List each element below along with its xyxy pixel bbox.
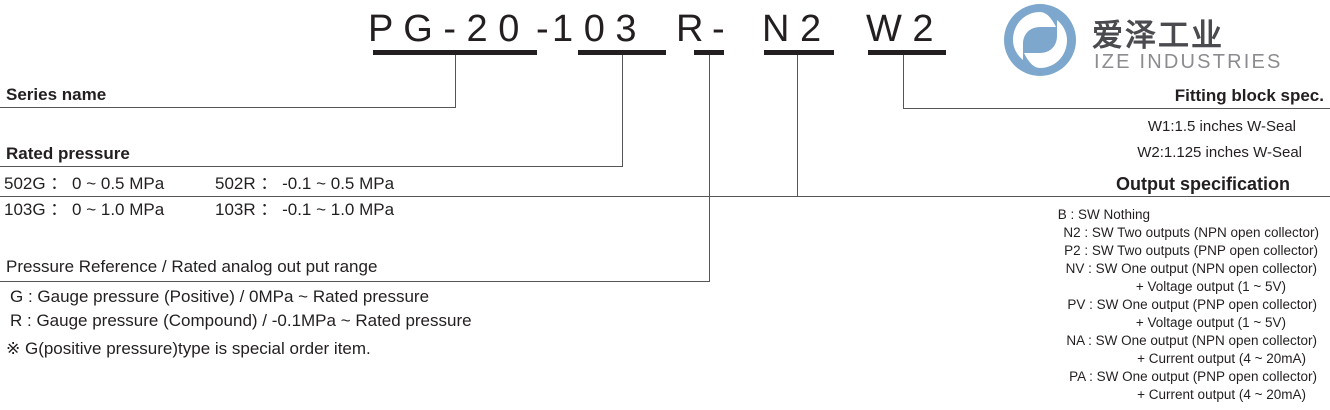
- leader-fitting-block-horizontal: [903, 108, 1330, 109]
- pressure-reference-heading: Pressure Reference / Rated analog out pu…: [6, 257, 378, 276]
- output-spec-row-1: N2 : SW Two outputs (NPN open collector): [1063, 225, 1319, 240]
- output-spec-row-6-continuation: + Current output (4 ~ 20mA): [1137, 387, 1306, 402]
- special-order-note: ※ G(positive pressure)type is special or…: [6, 339, 371, 358]
- brand-name-cn: 爱泽工业: [1092, 18, 1224, 53]
- rated-pressure-row-1-col-2: 502R ： -0.1 ~ 0.5 MPa: [215, 174, 395, 193]
- code-underline-output-spec: [764, 50, 834, 55]
- output-spec-row-6: PA : SW One output (PNP open collector): [1069, 369, 1317, 384]
- leader-output-spec-vertical: [797, 55, 798, 196]
- rated-pressure-row-2-col-1: 103G ： 0 ~ 1.0 MPa: [4, 200, 165, 219]
- code-underline-series: [373, 50, 537, 55]
- brand-name-en: IZE INDUSTRIES: [1094, 51, 1283, 73]
- series-name-heading: Series name: [6, 85, 107, 104]
- code-segment-rated-pressure: 1 0 3: [552, 8, 637, 50]
- leader-output-spec-horizontal: [0, 196, 1330, 197]
- rated-pressure-row-1-col-1: 502G ： 0 ~ 0.5 MPa: [4, 174, 165, 193]
- output-spec-row-0: B : SW Nothing: [1057, 207, 1150, 222]
- code-segment-pressure-reference: R: [676, 8, 704, 50]
- leader-series-vertical: [455, 55, 456, 107]
- output-spec-row-5: NA : SW One output (NPN open collector): [1066, 333, 1317, 348]
- code-separator-2: -: [712, 8, 725, 50]
- output-spec-row-3: NV : SW One output (NPN open collector): [1065, 261, 1317, 276]
- ize-monogram-icon: [1004, 4, 1076, 76]
- output-spec-row-4: PV : SW One output (PNP open collector): [1067, 297, 1317, 312]
- leader-fitting-block-vertical: [903, 55, 904, 108]
- leader-pressure-reference-vertical: [709, 55, 710, 281]
- pressure-reference-row-2: R : Gauge pressure (Compound) / -0.1MPa …: [10, 311, 472, 330]
- fitting-block-row-1: W1:1.5 inches W-Seal: [1147, 118, 1296, 135]
- leader-series-horizontal: [0, 107, 456, 108]
- leader-pressure-reference-horizontal: [0, 281, 710, 282]
- output-spec-heading: Output specification: [1115, 174, 1290, 194]
- leader-rated-pressure-horizontal: [0, 166, 623, 167]
- fitting-block-heading: Fitting block spec.: [1174, 86, 1324, 105]
- fitting-block-row-2: W2:1.125 inches W-Seal: [1137, 144, 1302, 161]
- code-segment-fitting-block: W 2: [866, 8, 934, 50]
- leader-rated-pressure-vertical: [622, 55, 623, 166]
- code-underline-fitting-block: [868, 50, 946, 55]
- rated-pressure-heading: Rated pressure: [6, 144, 130, 163]
- output-spec-row-5-continuation: + Current output (4 ~ 20mA): [1137, 351, 1306, 366]
- code-underline-rated-pressure: [578, 50, 666, 55]
- output-spec-row-4-continuation: + Voltage output (1 ~ 5V): [1135, 315, 1286, 330]
- output-spec-row-3-continuation: + Voltage output (1 ~ 5V): [1135, 279, 1286, 294]
- pressure-reference-row-1: G : Gauge pressure (Positive) / 0MPa ~ R…: [10, 287, 430, 306]
- code-separator-1: -: [536, 8, 549, 50]
- code-segment-output-spec: N 2: [762, 8, 822, 50]
- output-spec-row-2: P2 : SW Two outputs (PNP open collector): [1064, 243, 1318, 258]
- rated-pressure-row-2-col-2: 103R ： -0.1 ~ 1.0 MPa: [215, 200, 395, 219]
- code-segment-series: P G - 2 0: [368, 8, 520, 50]
- code-underline-pressure-reference: [694, 50, 724, 55]
